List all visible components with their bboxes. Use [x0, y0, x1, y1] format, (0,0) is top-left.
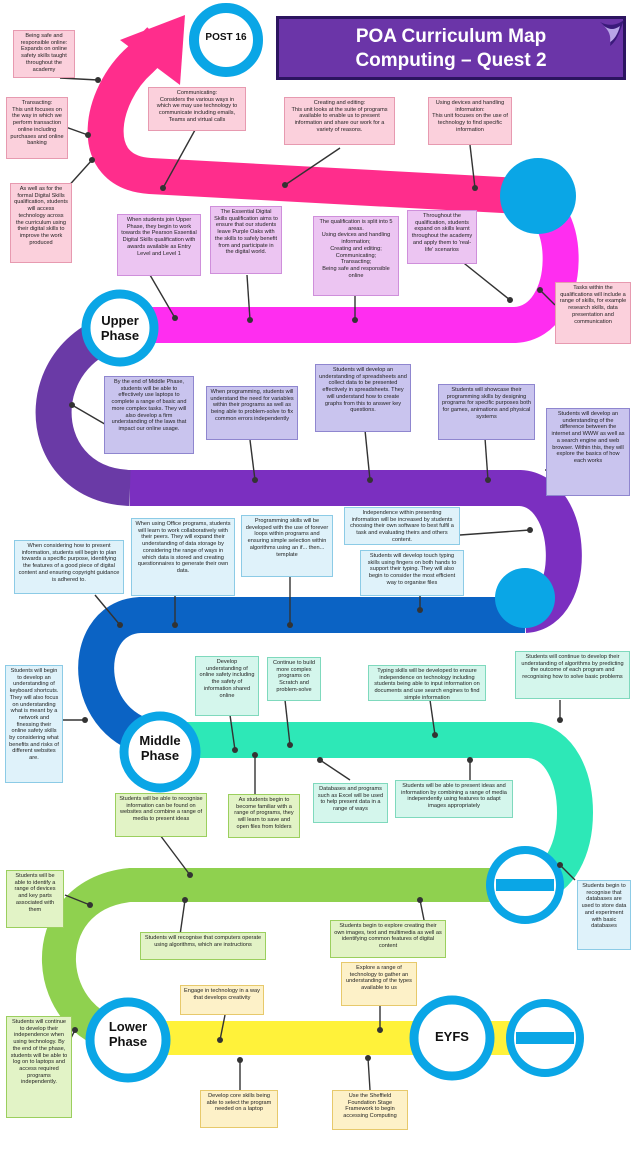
info-box-internet-www: Students will develop an understanding o… — [546, 408, 630, 496]
info-box-communicating: Communicating: Considers the various way… — [148, 87, 246, 131]
eyfs-label: EYFS — [435, 1029, 469, 1044]
info-box-real-life: Throughout the qualification, students e… — [407, 210, 477, 264]
info-box-independence-laptops: Students will continue to develop their … — [6, 1016, 72, 1118]
info-box-using-devices: Using devices and handling information: … — [428, 97, 512, 145]
info-box-algorithms: Students will continue to develop their … — [515, 651, 630, 699]
info-box-combine-media: Students will be able to present ideas a… — [395, 780, 513, 818]
info-box-core-skills: Develop core skills being able to select… — [200, 1090, 278, 1128]
upper-phase-label: Upper Phase — [100, 313, 140, 343]
info-box-five-areas: The qualification is split into 5 areas.… — [313, 216, 399, 296]
info-box-sheffield-framework: Use the Sheffield Foundation Stage Frame… — [332, 1090, 408, 1130]
info-box-showcase-programming: Students will showcase their programming… — [438, 384, 535, 440]
info-box-identify-devices: Students will be able to identify a rang… — [6, 870, 64, 928]
info-box-save-open-files: As students begin to become familiar wit… — [228, 794, 300, 838]
info-box-join-upper: When students join Upper Phase, they beg… — [117, 214, 201, 276]
info-box-office-programs: When using Office programs, students wil… — [131, 518, 235, 596]
info-box-variables: When programming, students will understa… — [206, 386, 298, 440]
eyfs-ring — [409, 995, 495, 1081]
info-box-websites: Students will be able to recognise infor… — [115, 793, 207, 837]
info-box-create-images: Students begin to explore creating their… — [330, 920, 446, 958]
lower-phase-label: Lower Phase — [108, 1019, 148, 1049]
info-box-end-middle-phase: By the end of Middle Phase, students wil… — [104, 376, 194, 454]
road-segment-pink — [87, 27, 521, 214]
info-box-databases-excel: Databases and programs such as Excel wil… — [313, 783, 388, 823]
info-box-scratch: Continue to build more complex programs … — [267, 657, 321, 701]
no-entry-bar-eyfs — [516, 1032, 574, 1044]
info-box-independence-presenting: Independence within presenting informati… — [344, 507, 460, 545]
info-box-keyboard-shortcuts: Students will begin to develop an unders… — [5, 665, 63, 783]
info-box-databases-experiment: Students begin to recognise that databas… — [577, 880, 631, 950]
upper-ring — [81, 289, 159, 367]
info-box-spreadsheets: Students will develop an understanding o… — [315, 364, 411, 432]
info-box-creating-editing: Creating and editing: This unit looks at… — [284, 97, 395, 145]
page-title: POA Curriculum Map Computing – Quest 2 — [276, 16, 626, 80]
middle-phase-label: Middle Phase — [139, 733, 181, 763]
info-box-touch-typing: Students will develop touch typing skill… — [360, 550, 464, 596]
title-line-1: POA Curriculum Map — [355, 26, 547, 47]
info-box-tasks: Tasks within the qualifications will inc… — [555, 282, 631, 344]
info-box-algorithms-instructions: Students will recognise that computers o… — [140, 932, 266, 960]
info-box-typing-skills: Typing skills will be developed to ensur… — [368, 665, 486, 701]
info-box-online-safety: Develop understanding of online safety i… — [195, 656, 259, 716]
info-box-forever-loops: Programming skills will be developed wit… — [241, 515, 333, 577]
info-box-formal-skills: As well as for the formal Digital Skills… — [10, 183, 72, 263]
info-box-present-information: When considering how to present informat… — [14, 540, 124, 594]
no-entry-bar-lower — [496, 879, 554, 891]
info-box-eds-aims: The Essential Digital Skills qualificati… — [210, 206, 282, 274]
info-box-creativity: Engage in technology in a way that devel… — [180, 985, 264, 1015]
middle-ring — [119, 711, 201, 793]
arrow-head — [120, 15, 185, 85]
info-box-transacting: Transacting: This unit focuses on the wa… — [6, 97, 68, 159]
info-box-explore-technology: Explore a range of technology to gather … — [341, 962, 417, 1006]
lower-ring — [85, 997, 171, 1083]
post16-ring — [189, 3, 263, 77]
title-line-2: Computing – Quest 2 — [355, 49, 547, 71]
post16-label: POST 16 — [205, 32, 247, 43]
school-logo-icon — [600, 20, 624, 46]
road-end-cap-middle — [495, 568, 555, 628]
road-end-cap-top — [500, 158, 576, 234]
info-box-being-safe: Being safe and responsible online: Expan… — [13, 30, 75, 78]
